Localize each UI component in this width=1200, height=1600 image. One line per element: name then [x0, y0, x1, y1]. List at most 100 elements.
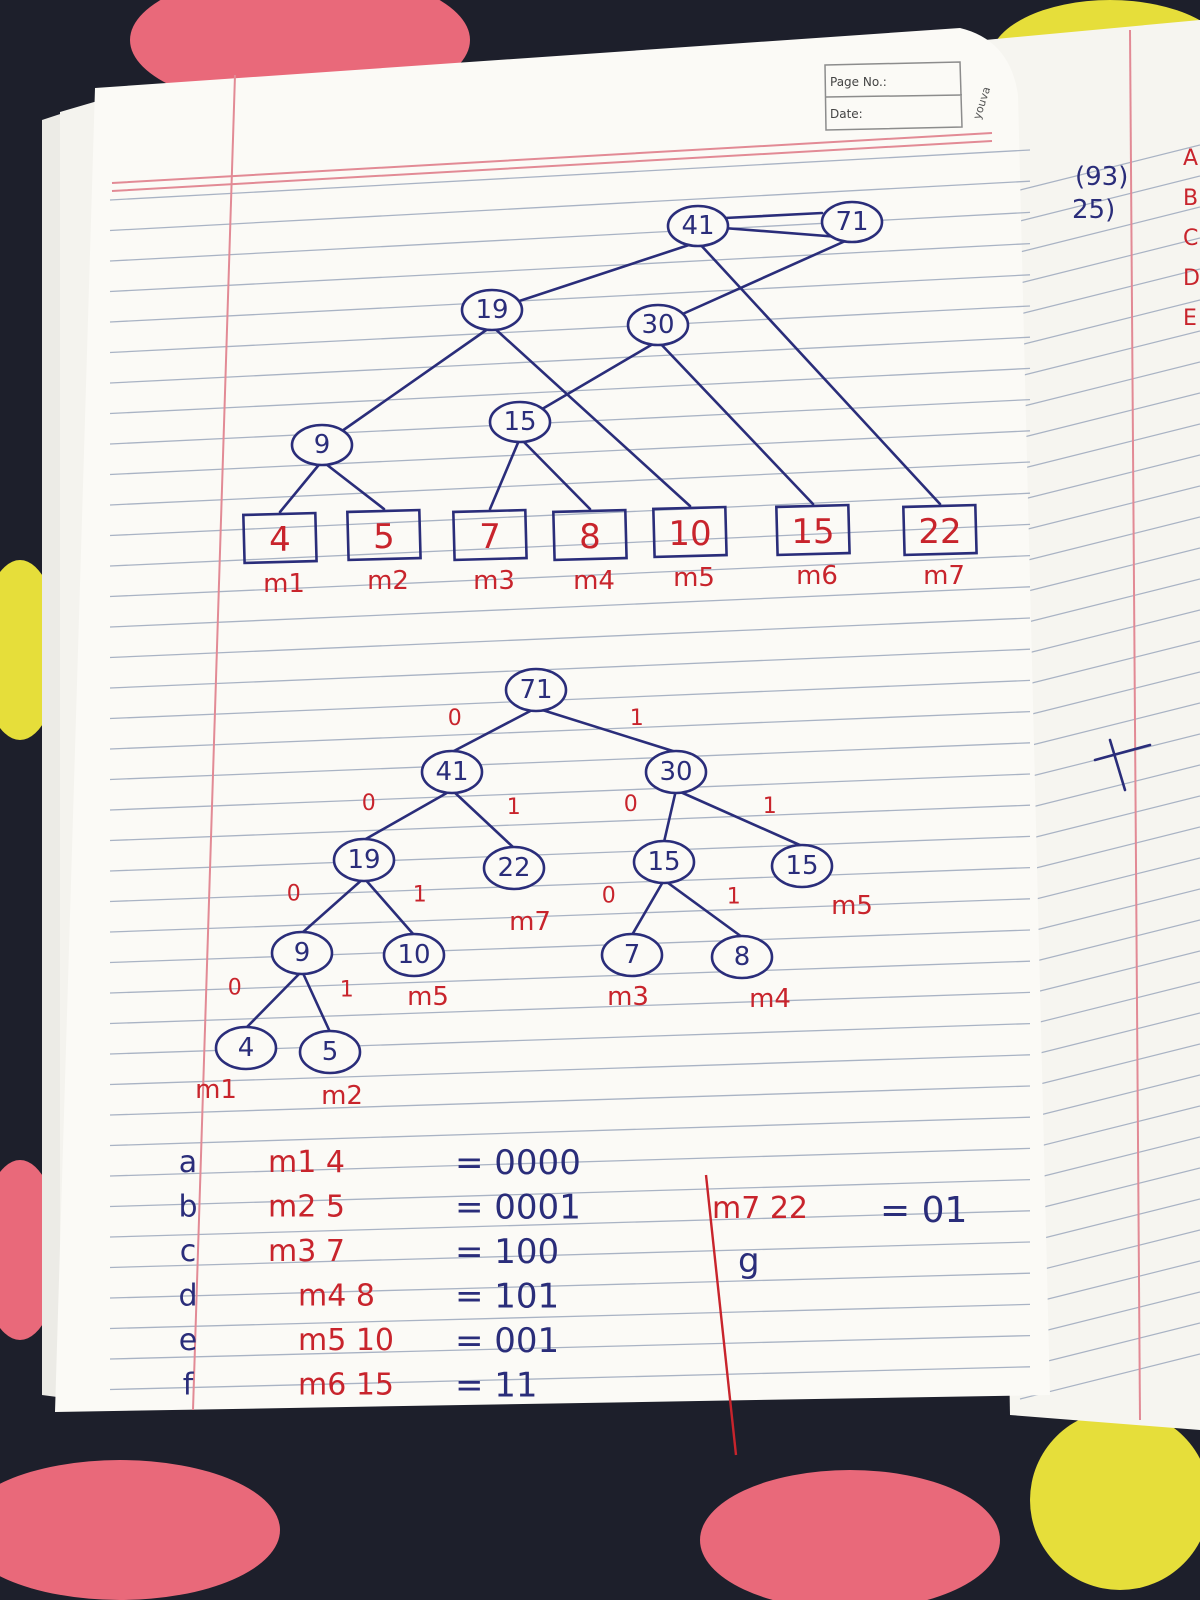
side-rule-line: [1019, 1136, 1200, 1183]
merge-tree-leaf-label: m3: [473, 566, 515, 596]
huffman-tree-edge-bit: 1: [630, 706, 644, 731]
merge-tree-node-circle: [820, 200, 884, 244]
huffman-tree-node-circle: [600, 932, 664, 978]
side-page-letter: A: [1183, 146, 1198, 171]
code-row-letter: d: [178, 1279, 197, 1314]
rule-line: [109, 1147, 1031, 1177]
huffman-tree-node-label: m2: [321, 1081, 363, 1111]
huffman-tree-node-value: 4: [238, 1033, 255, 1063]
side-rule-line: [1019, 392, 1200, 439]
side-page-letter: C: [1183, 226, 1198, 251]
code-column-divider: [704, 1174, 738, 1456]
side-rule-line: [1019, 795, 1200, 842]
merge-tree-leaf-label: m5: [673, 563, 715, 593]
side-rule-line: [1019, 1074, 1200, 1121]
rule-line: [109, 523, 1031, 567]
side-rule-line: [1019, 361, 1200, 408]
left-margin-line: [192, 74, 236, 1411]
side-page-mark: (93): [1075, 162, 1128, 192]
rule-line: [109, 1334, 1031, 1360]
merge-tree-edge: [320, 459, 386, 511]
side-rule-line: [1019, 1012, 1200, 1059]
rule-line: [109, 180, 1031, 232]
side-rule-line: [1019, 1167, 1200, 1214]
merge-tree-node-circle: [626, 303, 690, 347]
rule-line: [109, 710, 1031, 750]
side-rule-line: [1019, 144, 1200, 191]
code-side-message: m7 22: [712, 1191, 808, 1226]
merge-tree-node-circle: [666, 204, 730, 248]
merge-tree-leaf-box: [551, 508, 628, 562]
rule-line: [109, 679, 1031, 720]
merge-tree-edge: [696, 240, 942, 506]
huffman-tree-edge: [362, 876, 416, 937]
merge-tree-leaf-box: [451, 508, 528, 562]
rule-line: [109, 367, 1031, 415]
top-margin-line: [111, 132, 993, 192]
merge-tree-leaf-label: m7: [923, 561, 965, 591]
huffman-tree-edge-bit: 0: [362, 791, 376, 816]
code-row-letter: e: [179, 1323, 197, 1358]
side-page-scribble: [1093, 738, 1152, 792]
flower-pattern: [0, 1460, 280, 1600]
huffman-tree-node-value: 9: [294, 938, 311, 968]
rule-line: [109, 1054, 1031, 1086]
date-label: Date:: [830, 107, 863, 121]
huffman-tree-node-circle: [644, 749, 708, 795]
rule-line: [109, 835, 1031, 872]
huffman-tree-node-circle: [710, 934, 774, 980]
merge-tree-node-circle: [290, 423, 354, 467]
merge-tree-edge: [278, 459, 324, 514]
huffman-tree-node-label: m1: [195, 1075, 237, 1105]
huffman-tree-edge: [300, 876, 366, 935]
side-rule-line: [1019, 1105, 1200, 1152]
huffman-tree-edge-bit: 0: [448, 706, 462, 731]
huffman-tree-edge-bit: 1: [413, 883, 427, 908]
side-rule-line: [1019, 330, 1200, 377]
huffman-tree-node-value: 15: [647, 847, 680, 877]
rule-line: [109, 1303, 1031, 1330]
huffman-tree-edge-bit: 1: [340, 978, 354, 1003]
rule-line: [109, 648, 1031, 689]
side-rule-line: [1019, 547, 1200, 594]
rule-line: [109, 1085, 1031, 1116]
code-row-message: m2 5: [268, 1190, 345, 1225]
rule-line: [109, 1366, 1031, 1391]
huffman-tree-node-label: m4: [749, 984, 791, 1014]
side-rule-line: [1019, 919, 1200, 966]
merge-tree-edge: [320, 324, 494, 447]
merge-tree-leaf-value: 10: [668, 514, 711, 554]
flower-pattern: [1030, 1410, 1200, 1590]
huffman-tree-edge: [244, 969, 304, 1030]
rule-line: [109, 1116, 1031, 1147]
huffman-tree-edge: [362, 788, 454, 842]
merge-tree-leaf-label: m2: [367, 566, 409, 596]
merge-tree-edge: [488, 436, 522, 511]
page-no-label: Page No.:: [830, 75, 887, 89]
side-rule-line: [1019, 981, 1200, 1028]
code-row-message: m6 15: [298, 1368, 394, 1403]
huffman-tree-edge-bit: 0: [287, 882, 301, 907]
rule-line: [109, 492, 1031, 537]
huffman-tree-node-circle: [632, 839, 696, 885]
huffman-tree-node-value: 8: [734, 942, 751, 972]
rule-line: [109, 1178, 1031, 1208]
rule-line: [109, 898, 1031, 933]
code-row-message: m4 8: [298, 1279, 375, 1314]
merge-tree-edge: [723, 211, 824, 220]
huffman-tree-node-label: m5: [831, 891, 873, 921]
merge-tree-edge: [518, 436, 592, 511]
merge-tree-node-value: 30: [641, 310, 674, 340]
rule-line: [109, 960, 1031, 994]
side-rule-line: [1019, 1322, 1200, 1369]
rule-line: [109, 929, 1031, 964]
rule-line: [109, 742, 1031, 781]
huffman-tree-edge-bit: 1: [507, 795, 521, 820]
huffman-tree-edge: [630, 878, 666, 937]
code-side-code: = 01: [880, 1190, 967, 1231]
rule-line: [109, 149, 1031, 201]
code-row-code: = 0001: [455, 1188, 581, 1228]
merge-tree-node-value: 19: [475, 295, 508, 325]
